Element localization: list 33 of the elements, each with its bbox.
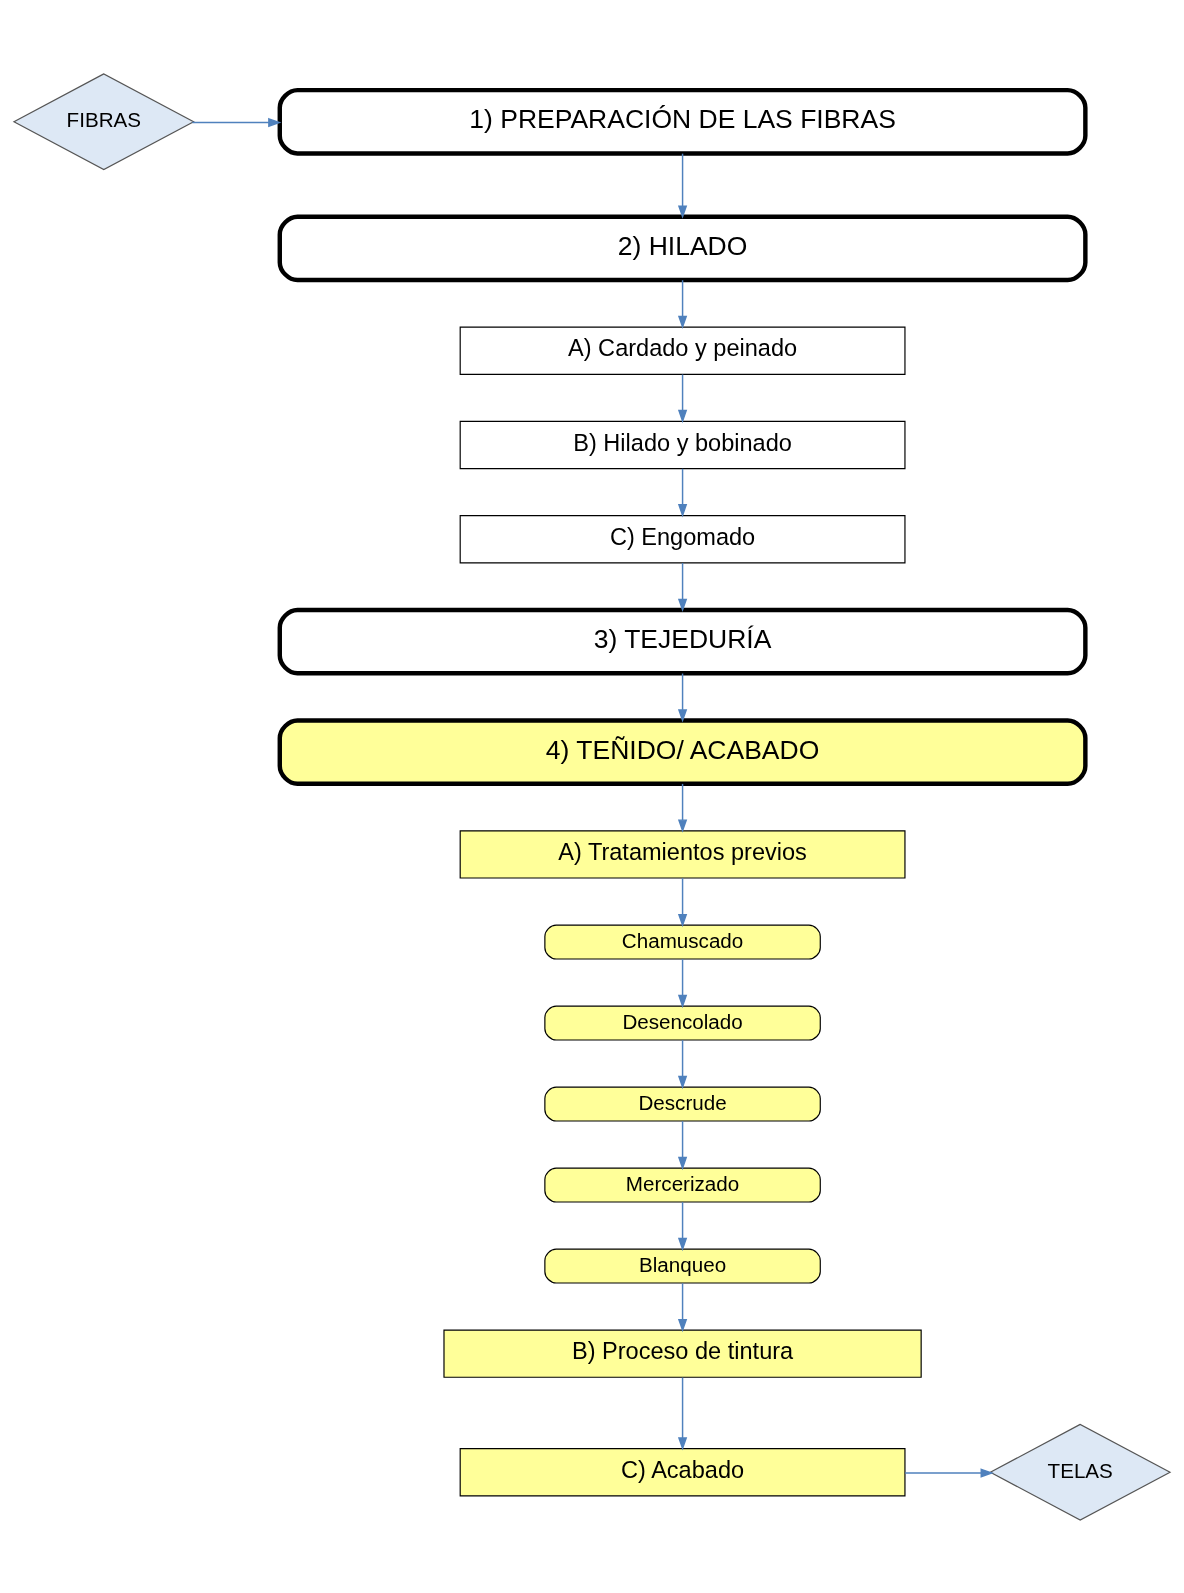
arrow <box>677 152 688 219</box>
node-box: Desencolado <box>544 1005 821 1041</box>
arrow <box>677 373 688 423</box>
node-box: A) Tratamientos previos <box>459 829 906 879</box>
node-box: Blanqueo <box>544 1248 821 1284</box>
arrow <box>904 1467 994 1478</box>
node-box: 3) TEJEDURÍA <box>277 607 1088 675</box>
node-box: C) Engomado <box>459 514 906 563</box>
node-diamond: FIBRAS <box>12 72 195 170</box>
arrow <box>677 1376 688 1450</box>
node-box: B) Proceso de tintura <box>443 1329 922 1378</box>
arrow <box>677 958 688 1008</box>
arrow <box>677 782 688 833</box>
arrow <box>677 1120 688 1170</box>
arrow <box>677 1201 688 1251</box>
node-box: C) Acabado <box>459 1447 906 1496</box>
node-box: Mercerizado <box>544 1167 821 1203</box>
node-box: B) Hilado y bobinado <box>459 420 906 469</box>
arrow <box>677 561 688 612</box>
arrow <box>677 672 688 722</box>
node-box: 2) HILADO <box>277 214 1088 282</box>
node-diamond: TELAS <box>989 1423 1172 1521</box>
node-box: Chamuscado <box>544 924 821 960</box>
arrow <box>677 1039 688 1089</box>
arrow <box>677 467 688 517</box>
node-box: 1) PREPARACIÓN DE LAS FIBRAS <box>277 87 1088 156</box>
node-box: A) Cardado y peinado <box>459 326 906 375</box>
arrow <box>677 279 688 329</box>
node-box: 4) TEÑIDO/ ACABADO <box>277 717 1088 786</box>
arrow <box>191 117 282 127</box>
node-box: Descrude <box>544 1086 821 1122</box>
arrow <box>677 877 688 927</box>
arrow <box>677 1282 688 1332</box>
